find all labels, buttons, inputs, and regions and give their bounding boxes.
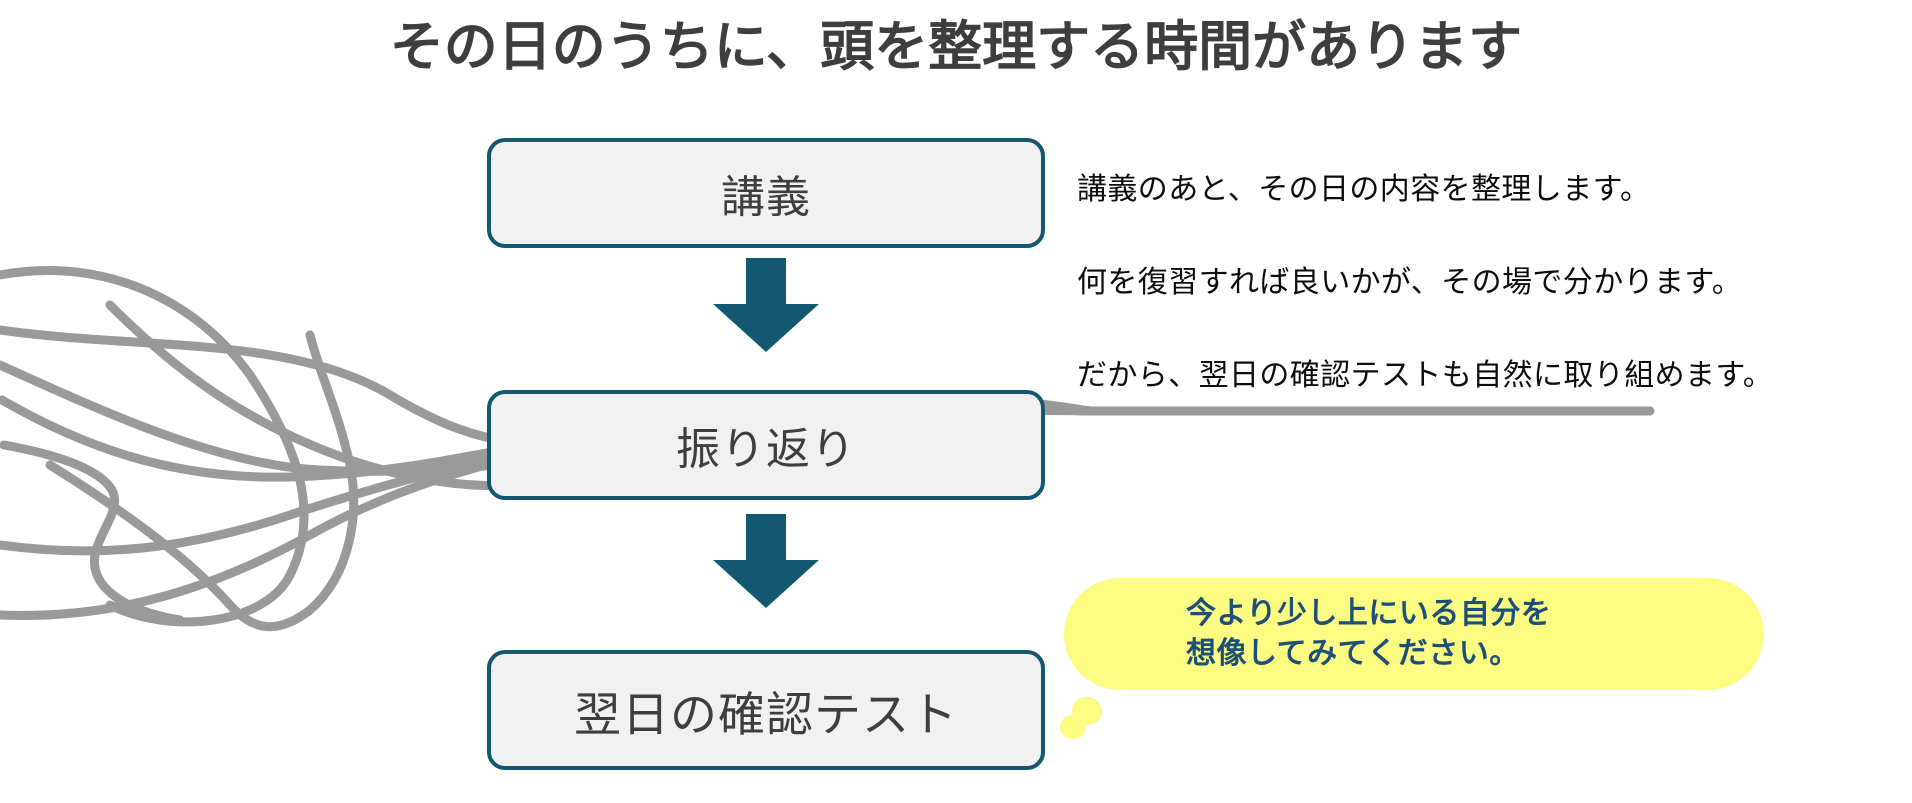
thought-bubble: 今より少し上にいる自分を 想像してみてください。 (1064, 578, 1764, 690)
thought-bubble-line-2: 想像してみてください。 (1186, 637, 1520, 670)
thought-bubble-line-1: 今より少し上にいる自分を (1186, 597, 1552, 631)
down-arrow-review-to-test (713, 514, 819, 608)
down-arrow-lecture-to-review (713, 258, 819, 352)
description-line-2: 何を復習すれば良いかが、その場で分かります。 (1077, 266, 1743, 299)
flow-step-lecture-label: 講義 (721, 173, 811, 222)
page-title: その日のうちに、頭を整理する時間があります (389, 17, 1523, 77)
flow-step-next-day-test[interactable]: 翌日の確認テスト (487, 650, 1045, 770)
description-line-3: だから、翌日の確認テストも自然に取り組めます。 (1077, 359, 1774, 392)
description-line-1: 講義のあと、その日の内容を整理します。 (1077, 173, 1651, 206)
thought-bubble-tail-dot-small (1060, 715, 1086, 739)
flow-step-review[interactable]: 振り返り (487, 390, 1045, 500)
flow-step-next-day-test-label: 翌日の確認テスト (574, 687, 958, 741)
flow-step-lecture[interactable]: 講義 (487, 138, 1045, 248)
flow-step-review-label: 振り返り (676, 425, 856, 474)
